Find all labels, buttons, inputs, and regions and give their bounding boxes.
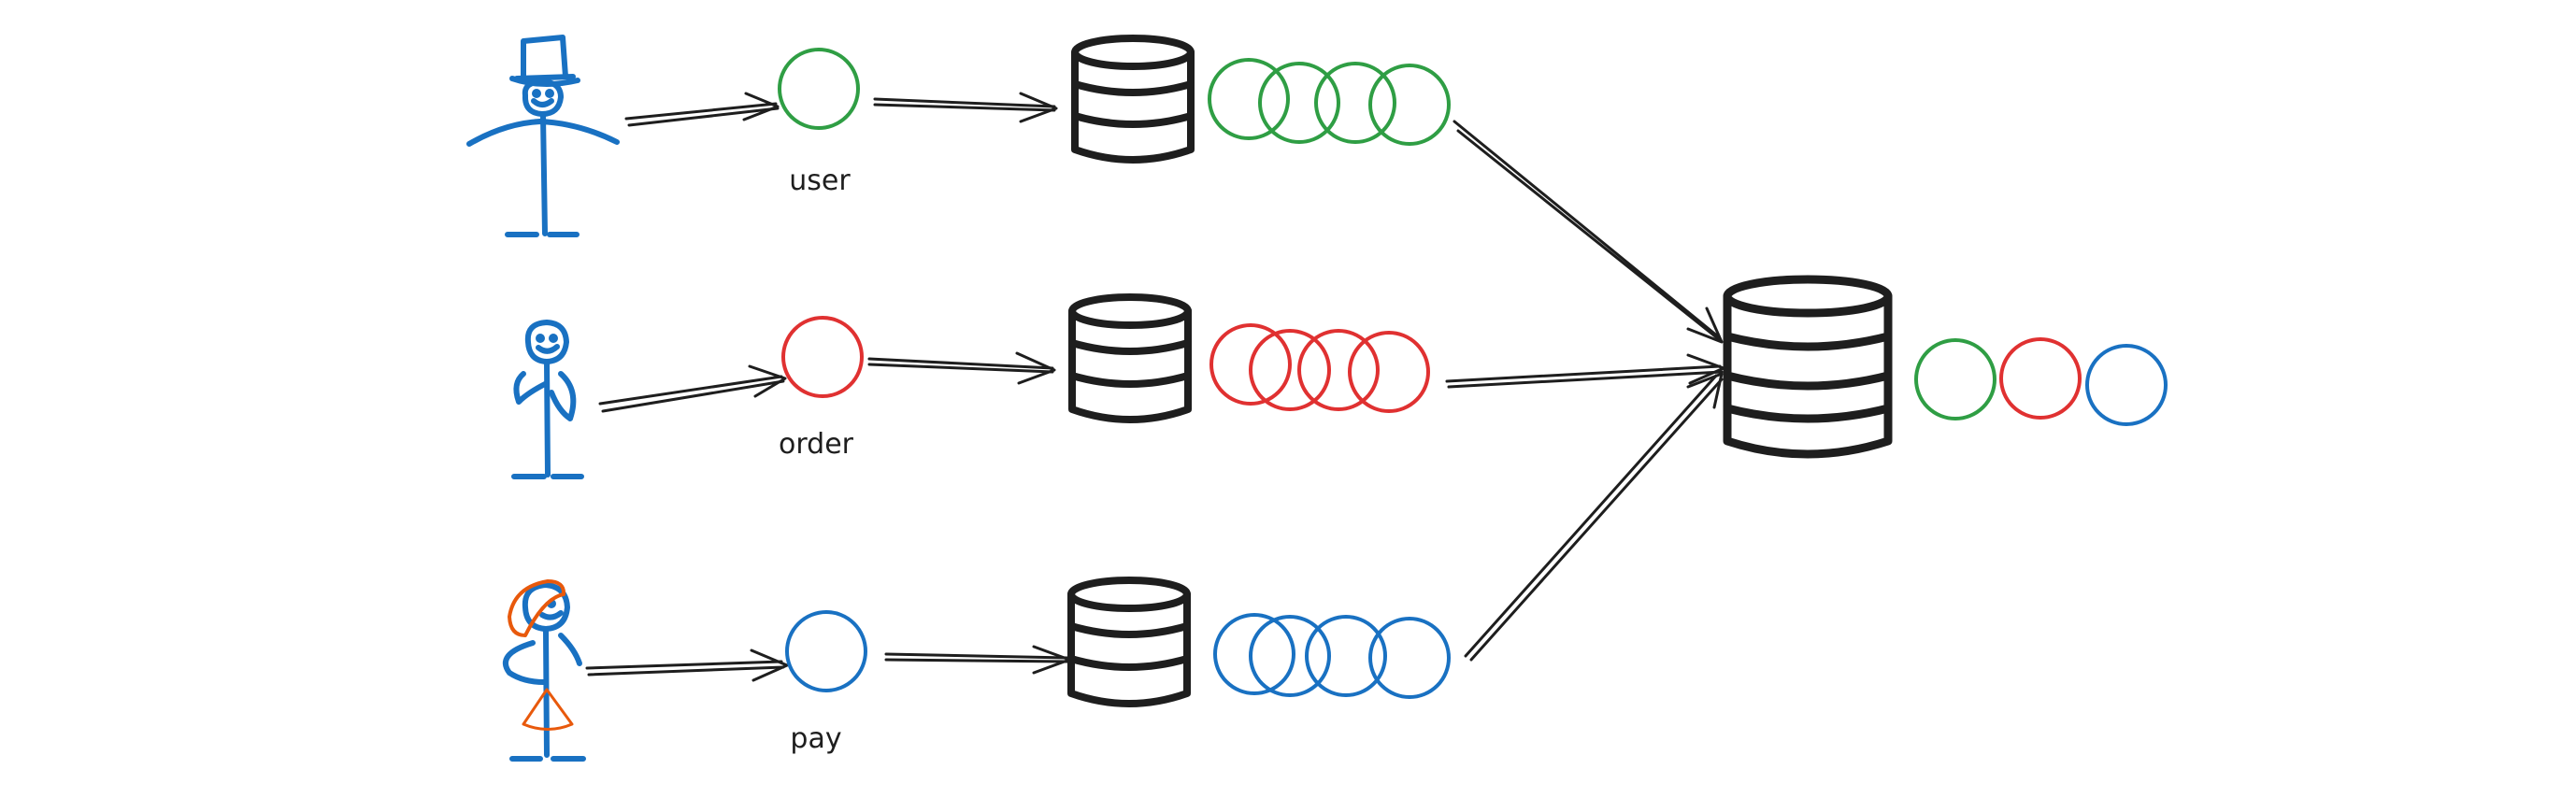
database-icon bbox=[1071, 35, 1195, 164]
merged-database bbox=[1723, 275, 2168, 459]
person-top-hat-icon bbox=[466, 35, 620, 237]
person-hat-skirt-icon bbox=[502, 582, 586, 762]
queue-item bbox=[1213, 613, 1295, 695]
skirt-icon bbox=[522, 688, 574, 731]
event-circle-red bbox=[781, 316, 864, 398]
merged-items bbox=[1914, 337, 2168, 426]
row-label-user: user bbox=[789, 164, 851, 197]
database-icon bbox=[1067, 577, 1191, 707]
arrow-green-to-merged bbox=[1453, 120, 1724, 344]
database-icon bbox=[1068, 293, 1192, 423]
queue-item bbox=[1314, 62, 1396, 144]
queue-item bbox=[1208, 58, 1290, 140]
arrow-user-input bbox=[624, 92, 780, 127]
event-circle-green bbox=[778, 48, 860, 130]
arrow-order-to-db bbox=[867, 351, 1056, 385]
row-label-order: order bbox=[779, 428, 854, 461]
row-label-pay: pay bbox=[790, 722, 841, 755]
queue-item bbox=[1249, 329, 1331, 411]
merged-item-green bbox=[1914, 338, 1996, 420]
queue-item bbox=[1249, 615, 1331, 697]
arrow-red-to-merged bbox=[1445, 353, 1725, 389]
queue-item bbox=[1348, 331, 1430, 413]
queue-blue bbox=[1213, 613, 1451, 699]
row-user: user bbox=[466, 35, 1451, 237]
queue-item bbox=[1305, 615, 1387, 697]
merged-item-red bbox=[1999, 337, 2082, 420]
database-icon bbox=[1723, 275, 1893, 459]
queue-red bbox=[1209, 323, 1430, 413]
arrow-blue-to-merged bbox=[1464, 372, 1724, 662]
queue-item bbox=[1297, 329, 1380, 411]
queue-green bbox=[1208, 58, 1451, 146]
arrow-order-input bbox=[598, 364, 787, 413]
event-circle-blue bbox=[785, 610, 867, 692]
queue-item bbox=[1368, 64, 1451, 146]
row-pay: pay bbox=[502, 577, 1451, 762]
person-icon bbox=[511, 320, 584, 479]
queue-item bbox=[1209, 323, 1292, 406]
row-order: order bbox=[511, 293, 1430, 479]
merged-item-blue bbox=[2085, 344, 2168, 426]
hat-icon bbox=[508, 579, 566, 637]
arrow-user-to-db bbox=[873, 92, 1058, 123]
arrow-pay-input bbox=[585, 648, 789, 682]
queue-item bbox=[1368, 617, 1451, 699]
queue-item bbox=[1258, 62, 1340, 144]
arrow-pay-to-db bbox=[884, 645, 1071, 675]
